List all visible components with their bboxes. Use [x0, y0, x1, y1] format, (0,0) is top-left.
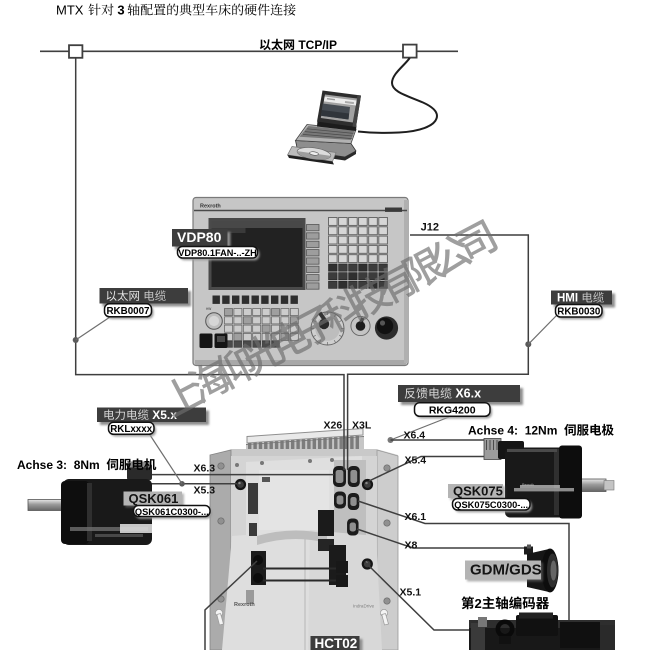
svg-text:Achse 3:: Achse 3: [17, 458, 67, 472]
svg-text:X6.3: X6.3 [194, 463, 216, 475]
svg-text:MTX: MTX [56, 3, 84, 18]
svg-text:QSK061C0300-...: QSK061C0300-... [135, 507, 209, 517]
svg-text:J12: J12 [421, 222, 439, 234]
svg-text:VDP80: VDP80 [177, 229, 222, 245]
svg-text:2: 2 [475, 596, 482, 611]
svg-text:12Nm: 12Nm [525, 424, 558, 438]
svg-text:X6.x: X6.x [455, 387, 481, 401]
svg-text:RKG4200: RKG4200 [429, 404, 476, 416]
svg-text:GDM/GDS: GDM/GDS [470, 562, 542, 579]
svg-text:X5.3: X5.3 [194, 485, 216, 497]
svg-text:8Nm: 8Nm [74, 458, 100, 472]
svg-text:Rexroth: Rexroth [522, 483, 534, 487]
svg-text:QSK075: QSK075 [453, 484, 503, 499]
svg-text:RKB0007: RKB0007 [106, 306, 150, 317]
svg-text:RKLxxxx: RKLxxxx [110, 424, 152, 435]
svg-text:X5.1: X5.1 [400, 587, 422, 599]
svg-text:TCP/IP: TCP/IP [298, 38, 337, 52]
svg-text:Achse 4:: Achse 4: [468, 424, 518, 438]
svg-text:Rexroth: Rexroth [200, 204, 221, 210]
svg-text:X3L: X3L [352, 420, 372, 432]
svg-text:X8: X8 [405, 540, 418, 552]
svg-text:3: 3 [117, 3, 124, 18]
svg-text:QSK075C0300-...: QSK075C0300-... [454, 500, 528, 510]
svg-text:X26: X26 [324, 420, 343, 432]
svg-text:HMI: HMI [557, 293, 578, 305]
svg-text:X5.x: X5.x [152, 408, 177, 422]
svg-text:X6.4: X6.4 [404, 430, 426, 442]
svg-text:HCT02: HCT02 [315, 636, 358, 650]
svg-text:Rexroth: Rexroth [234, 602, 255, 608]
svg-text:QSK061: QSK061 [129, 491, 179, 506]
svg-text:HW: HW [206, 307, 211, 311]
svg-text:RKB0030: RKB0030 [557, 307, 601, 318]
svg-text:X5.4: X5.4 [405, 455, 427, 467]
svg-text:VDP80.1FAN-..-ZH: VDP80.1FAN-..-ZH [178, 248, 257, 258]
svg-text:IndraDrive: IndraDrive [353, 604, 375, 609]
svg-text:X6.1: X6.1 [405, 511, 427, 523]
